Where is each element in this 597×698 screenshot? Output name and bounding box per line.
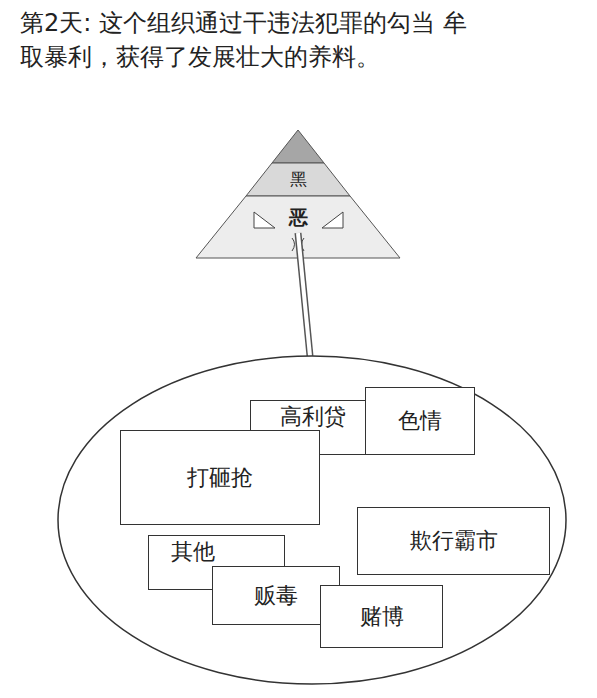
node-label: 欺行霸市: [410, 528, 498, 553]
straw-outline: [298, 233, 310, 356]
eye-right: [322, 212, 343, 228]
ellipse-shape: [58, 356, 566, 684]
pyramid-band: 恶: [280, 203, 316, 233]
node-label: 其他: [171, 539, 215, 564]
node-label: 打砸抢: [187, 465, 253, 490]
straw-connector: [298, 233, 310, 356]
crime-ellipse: 高利贷 色情打砸抢欺行霸市 其他贩毒赌博: [57, 355, 567, 685]
crime-box: 赌博: [320, 585, 443, 648]
crime-box: 色情: [365, 387, 475, 455]
heading: 第2天: 这个组织通过干违法犯罪的勾当 牟取暴利，获得了发展壮大的养料。: [20, 6, 490, 74]
node-label: 贩毒: [254, 583, 298, 608]
node-label: 高利贷: [280, 404, 346, 429]
node-label: 赌博: [360, 604, 404, 629]
pyramid-top: [272, 130, 324, 163]
node-label: 色情: [398, 408, 442, 433]
node-label: 黑: [290, 170, 307, 190]
pyramid-middle: [246, 163, 350, 196]
node-label: 恶: [289, 207, 308, 229]
pyramid-band: 黑: [270, 165, 326, 195]
crime-box: 欺行霸市: [357, 507, 550, 575]
eye-left: [254, 212, 275, 228]
crime-box: 打砸抢: [120, 430, 320, 525]
